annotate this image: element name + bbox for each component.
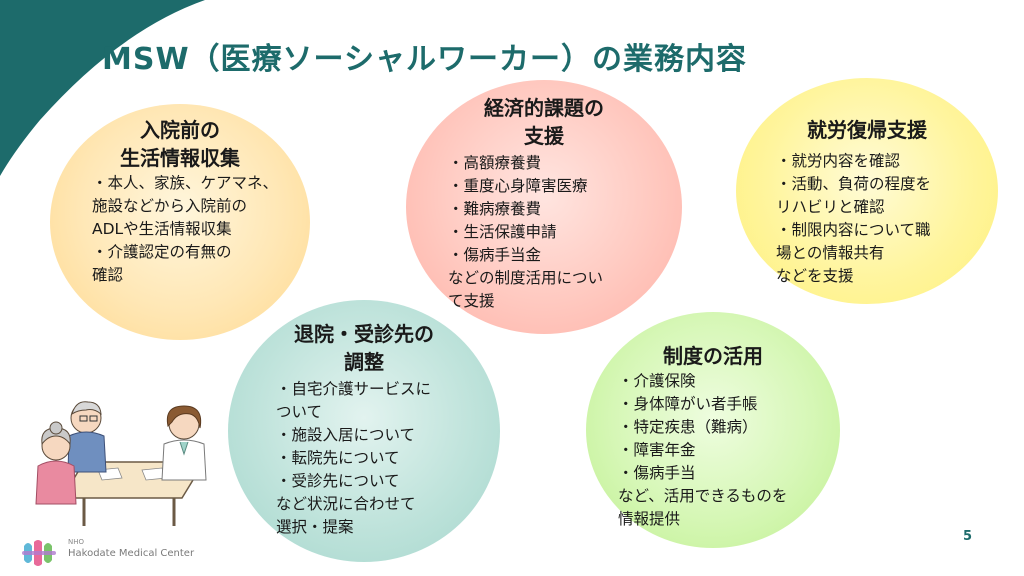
circle-line: ・重度心身障害医療: [448, 177, 588, 195]
circle-line: ・自宅介護サービスに: [276, 380, 432, 398]
circle-line: 選択・提案: [276, 518, 354, 536]
circle-line: ・介護保険: [618, 372, 696, 390]
circle-line: ついて: [276, 403, 323, 421]
circle-line: ・難病療養費: [448, 200, 542, 218]
circle-line: ・制限内容について職: [776, 221, 931, 239]
circle-line: ・転院先について: [276, 449, 400, 467]
circle-line: ・就労内容を確認: [776, 152, 901, 170]
circle-title-line: 生活情報収集: [120, 146, 240, 170]
page-title: MSW（医療ソーシャルワーカー）の業務内容: [102, 42, 747, 77]
circle-line: ・施設入居について: [276, 426, 416, 444]
circle-line: ・傷病手当: [618, 464, 696, 482]
circle-line: などを支援: [776, 267, 854, 285]
logo-small-text: NHO: [68, 538, 85, 546]
circle-system-utilization: 制度の活用 ・介護保険 ・身体障がい者手帳 ・特定疾患（難病） ・障害年金 ・傷…: [586, 312, 840, 548]
circle-title-line: 入院前の: [140, 118, 220, 142]
circle-line: ・活動、負荷の程度を: [776, 175, 932, 193]
circle-line: リハビリと確認: [776, 198, 885, 216]
circle-line: など、活用できるものを: [618, 487, 788, 505]
circle-line: ・本人、家族、ケアマネ、: [92, 174, 279, 192]
circle-title-line: 支援: [524, 124, 564, 148]
circle-line: ・傷病手当金: [448, 246, 542, 264]
hospital-logo: NHO Hakodate Medical Center: [20, 538, 210, 568]
circle-title: 経済的課題の 支援: [406, 94, 682, 150]
circle-title: 就労復帰支援: [736, 116, 998, 144]
circle-line: ・介護認定の有無の: [92, 243, 232, 261]
circle-title: 制度の活用: [586, 342, 840, 370]
circle-economic-support: 経済的課題の 支援 ・高額療養費 ・重度心身障害医療 ・難病療養費 ・生活保護申…: [406, 80, 682, 334]
circle-line: ・生活保護申請: [448, 223, 557, 241]
circle-pre-admission: 入院前の 生活情報収集 ・本人、家族、ケアマネ、 施設などから入院前の ADLや…: [50, 104, 310, 340]
circle-line: ・身体障がい者手帳: [618, 395, 758, 413]
circle-return-to-work: 就労復帰支援 ・就労内容を確認 ・活動、負荷の程度を リハビリと確認 ・制限内容…: [736, 78, 998, 304]
circle-title-line: 退院・受診先の: [294, 322, 434, 346]
circle-line: ・障害年金: [618, 441, 696, 459]
circle-title-line: 就労復帰支援: [807, 118, 927, 142]
circle-line: 施設などから入院前の: [92, 197, 248, 215]
circle-title: 退院・受診先の 調整: [228, 320, 500, 376]
page-number: 5: [962, 529, 972, 544]
circle-line: 確認: [92, 266, 124, 284]
circle-title-line: 調整: [344, 350, 384, 374]
circle-line: など状況に合わせて: [276, 495, 416, 513]
consultation-illustration: [35, 401, 207, 526]
circle-line: などの制度活用につい: [448, 269, 604, 287]
circle-title-line: 経済的課題の: [484, 96, 604, 120]
circle-discharge-coordination: 退院・受診先の 調整 ・自宅介護サービスに ついて ・施設入居について ・転院先…: [228, 300, 500, 562]
circle-line: 情報提供: [618, 510, 681, 528]
circle-line: ADLや生活情報収集: [92, 220, 232, 238]
corner-decoration: [0, 0, 205, 176]
circle-line: ・特定疾患（難病）: [618, 418, 758, 436]
logo-name: Hakodate Medical Center: [68, 548, 195, 559]
circle-line: ・高額療養費: [448, 154, 542, 172]
circle-title-line: 制度の活用: [663, 344, 763, 368]
circle-line: て支援: [448, 292, 495, 310]
circle-title: 入院前の 生活情報収集: [50, 116, 310, 172]
circle-line: ・受診先について: [276, 472, 400, 490]
logo-icon: [22, 540, 56, 566]
circle-line: 場との情報共有: [776, 244, 885, 262]
